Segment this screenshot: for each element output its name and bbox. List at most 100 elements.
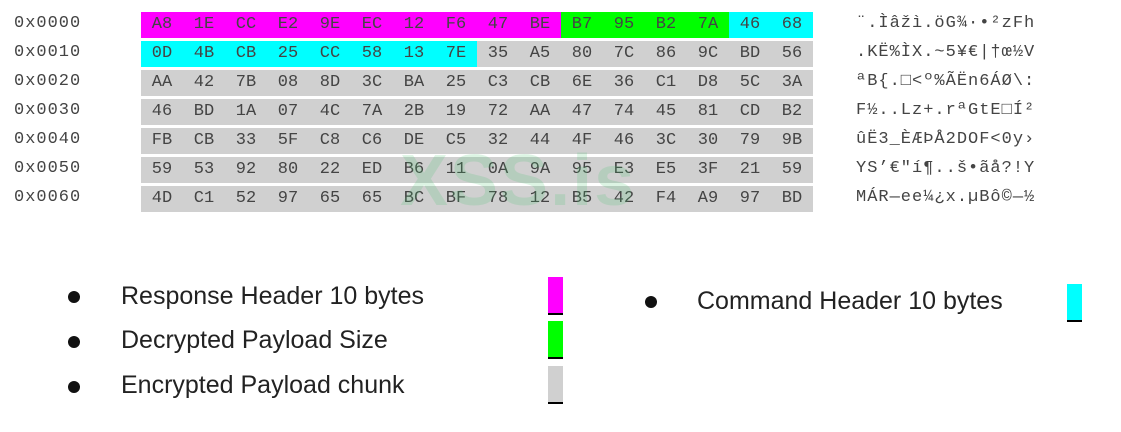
bullet-icon [68, 381, 80, 393]
hex-byte: C8 [309, 128, 351, 154]
hex-byte: 78 [477, 186, 519, 212]
hex-byte: 59 [141, 157, 183, 183]
row-offset: 0x0020 [14, 72, 82, 91]
watermark-logo: XSS.is [400, 141, 637, 221]
hex-byte: 1A [225, 99, 267, 125]
hex-byte: CB [225, 41, 267, 67]
hex-byte: 0A [477, 157, 519, 183]
hex-byte: C1 [183, 186, 225, 212]
hex-byte: 46 [729, 12, 771, 38]
hex-byte: 58 [351, 41, 393, 67]
hex-byte: CC [225, 12, 267, 38]
bullet-icon [68, 336, 80, 348]
hex-byte: AA [519, 99, 561, 125]
hex-byte: 92 [225, 157, 267, 183]
hex-byte: ED [351, 157, 393, 183]
row-offset: 0x0010 [14, 43, 82, 62]
hex-byte: 7E [435, 41, 477, 67]
legend-text-response-header: Response Header 10 bytes [121, 282, 424, 310]
legend-swatch-green [548, 321, 563, 359]
ascii-column: .KË%ÌX.~5¥€|†œ½V [856, 43, 1036, 62]
hex-byte: F4 [645, 186, 687, 212]
row-offset: 0x0030 [14, 101, 82, 120]
hex-byte: 52 [225, 186, 267, 212]
hex-byte: B7 [561, 12, 603, 38]
hex-byte: BE [519, 12, 561, 38]
ascii-column: ¨.Ìâžì.öG¾·•²zFh [856, 14, 1036, 33]
hex-byte: 74 [603, 99, 645, 125]
hex-byte: 3C [351, 70, 393, 96]
hex-byte: AA [141, 70, 183, 96]
hex-byte: A8 [141, 12, 183, 38]
hex-byte: 80 [561, 41, 603, 67]
hex-byte: C6 [351, 128, 393, 154]
hex-byte: 6E [561, 70, 603, 96]
hex-byte: 5C [729, 70, 771, 96]
hex-byte: 80 [267, 157, 309, 183]
hex-byte: C1 [645, 70, 687, 96]
hex-byte: 9A [519, 157, 561, 183]
row-offset: 0x0040 [14, 130, 82, 149]
hex-byte: 32 [477, 128, 519, 154]
hex-byte: 3A [771, 70, 813, 96]
hex-byte: 9E [309, 12, 351, 38]
hex-byte: 4B [183, 41, 225, 67]
hex-byte: 4C [309, 99, 351, 125]
hex-byte: EC [351, 12, 393, 38]
hex-byte: B2 [645, 12, 687, 38]
hex-byte: 42 [183, 70, 225, 96]
hex-byte: 45 [645, 99, 687, 125]
legend-text-decrypted-size: Decrypted Payload Size [121, 326, 388, 354]
hex-byte: 95 [561, 157, 603, 183]
hex-byte: 72 [477, 99, 519, 125]
hex-byte: E2 [267, 12, 309, 38]
legend-item-encrypted-chunk [68, 369, 80, 405]
hex-byte: 97 [729, 186, 771, 212]
row-offset: 0x0000 [14, 14, 82, 33]
hex-byte: 86 [645, 41, 687, 67]
hex-byte: C5 [435, 128, 477, 154]
hex-byte: 7A [351, 99, 393, 125]
hex-byte: 65 [351, 186, 393, 212]
hex-byte: A9 [687, 186, 729, 212]
hex-byte: D8 [687, 70, 729, 96]
hex-byte: 2B [393, 99, 435, 125]
hex-byte: 4D [141, 186, 183, 212]
hex-byte: E3 [603, 157, 645, 183]
hex-byte: 42 [603, 186, 645, 212]
hex-byte: 68 [771, 12, 813, 38]
hex-byte: 07 [267, 99, 309, 125]
hex-byte: 9B [771, 128, 813, 154]
hex-byte: 33 [225, 128, 267, 154]
hex-byte: BA [393, 70, 435, 96]
hex-byte: 8D [309, 70, 351, 96]
row-offset: 0x0060 [14, 188, 82, 207]
ascii-column: MÁR—ee¼¿x.µBô©—½ [856, 188, 1036, 207]
hex-byte: 3C [645, 128, 687, 154]
hex-byte: 3F [687, 157, 729, 183]
legend-item-command-header [645, 284, 657, 320]
hex-byte: DE [393, 128, 435, 154]
hex-byte: 46 [603, 128, 645, 154]
hex-byte: B2 [771, 99, 813, 125]
hex-byte: 22 [309, 157, 351, 183]
legend-text-encrypted-chunk: Encrypted Payload chunk [121, 371, 405, 399]
ascii-column: F½..Lz+.rªGtE□Í² [856, 101, 1036, 120]
legend-swatch-cyan [1067, 284, 1082, 322]
hex-byte: CC [309, 41, 351, 67]
hex-byte: CD [729, 99, 771, 125]
hex-byte: B5 [561, 186, 603, 212]
hex-byte: 53 [183, 157, 225, 183]
hex-byte: CB [183, 128, 225, 154]
ascii-column: YS’€"í¶..š•ãå?!Y [856, 159, 1036, 178]
hex-byte: BD [771, 186, 813, 212]
hex-byte: 13 [393, 41, 435, 67]
hex-byte: BF [435, 186, 477, 212]
hex-byte: 12 [519, 186, 561, 212]
hex-byte: CB [519, 70, 561, 96]
